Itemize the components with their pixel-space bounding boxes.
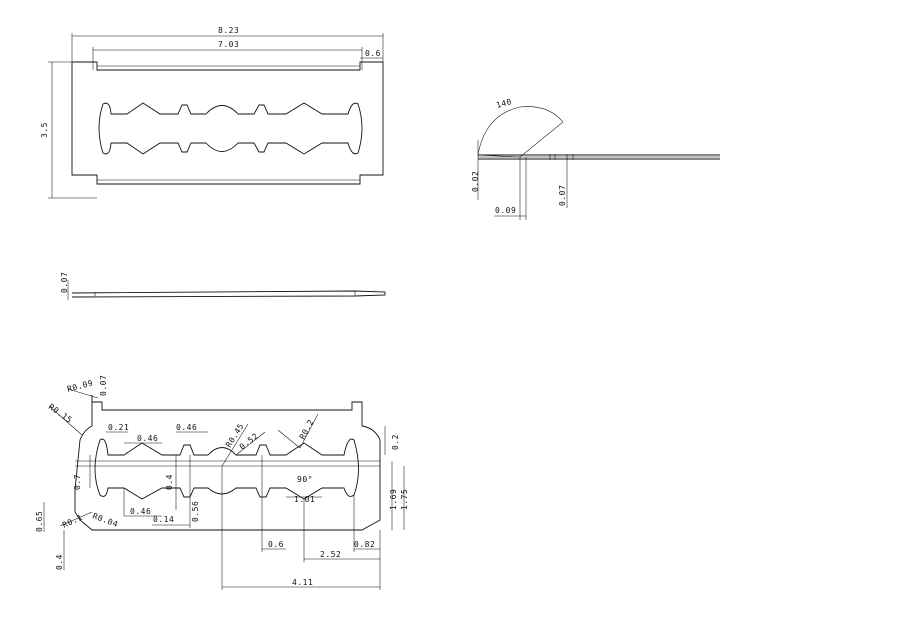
dim-line: [48, 405, 83, 436]
lobe-bottom-label: 0.46: [130, 507, 151, 516]
notch-width-label: 0.6: [365, 49, 381, 58]
diag-len-label: 0.52: [238, 431, 260, 451]
neck-width-label: 0.14: [153, 515, 174, 524]
detail-view: R0.09 0.07 R0.15 0.21 0.46 0.46 R0.45 0.…: [35, 375, 409, 590]
radius-small-label: R0.1: [61, 513, 84, 530]
half-height-a-label: 1.69: [389, 489, 398, 510]
dim-line: [67, 388, 99, 399]
dim-line: [221, 423, 249, 467]
detail-outline: [74, 395, 381, 531]
tip-width-label: 1.01: [294, 495, 315, 504]
dim-line: [277, 429, 301, 449]
top-view: 8.23 7.03 0.6 3.5: [40, 26, 384, 199]
inner-width-label: 7.03: [218, 40, 239, 49]
angle-label: 140: [495, 97, 513, 110]
radius-tip-label: R0.2: [298, 418, 316, 441]
notch-top-label: 0.2: [391, 434, 400, 450]
dim-line: [299, 413, 319, 449]
end-offset-label: 0.82: [354, 540, 375, 549]
bottom-offset-label: 0.4: [55, 554, 64, 570]
radius-small-b-label: R0.04: [91, 511, 119, 529]
blade-thickness-label: 0.07: [558, 185, 567, 206]
corner-radius-outer-label: R0.09: [66, 378, 94, 394]
height-label: 3.5: [40, 122, 49, 138]
dim-line: [59, 511, 93, 527]
lobe-height-label: 0.4: [165, 474, 174, 490]
spacing-b-label: 2.52: [320, 550, 341, 559]
edge-detail-view: 140 0.02 0.09 0.07: [471, 97, 720, 220]
slot-lobe-upper-label: 0.46: [176, 423, 197, 432]
bevel-length-label: 0.09: [495, 206, 516, 215]
corner-offset-label: 0.07: [99, 375, 108, 396]
side-thickness-label: 0.07: [60, 272, 69, 293]
slot-lobe-top-label: 0.46: [137, 434, 158, 443]
lobe-bottom-h-label: 0.56: [191, 501, 200, 522]
slot-neck-label: 0.21: [108, 423, 129, 432]
slot-height-label: 0.7: [73, 474, 82, 490]
total-span-label: 4.11: [292, 578, 313, 587]
edge-thickness-label: 0.02: [471, 171, 480, 192]
overall-width-label: 8.23: [218, 26, 239, 35]
center-slot: [98, 102, 363, 155]
detail-slot: [94, 438, 359, 500]
half-height-b-label: 1.75: [400, 489, 409, 510]
corner-radius-slot-label: R0.15: [47, 402, 74, 425]
spacing-a-label: 0.6: [268, 540, 284, 549]
blade-outline: [71, 61, 384, 185]
tip-angle-label: 90°: [297, 475, 313, 484]
bottom-notch-label: 0.65: [35, 511, 44, 532]
side-profile: [71, 290, 386, 298]
side-view: 0.07: [60, 272, 386, 300]
angle-arc: [477, 106, 564, 158]
dim-line: [235, 431, 266, 456]
